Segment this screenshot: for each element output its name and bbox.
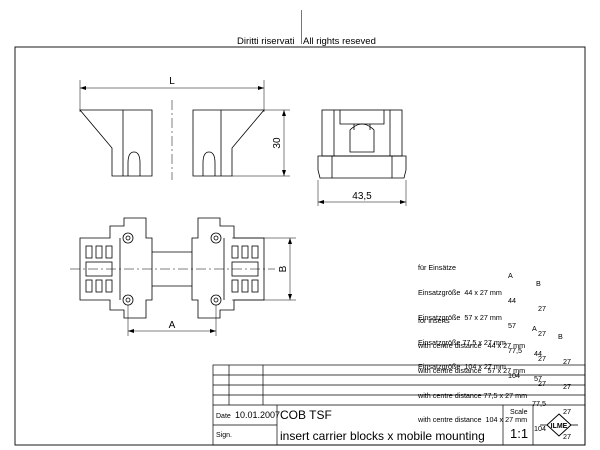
row-a: 77,5 (508, 345, 522, 355)
row-a: 44 (534, 349, 542, 359)
row-label: Einsatzgröße 44 x 27 mm (418, 287, 502, 297)
title-block-grid (212, 364, 586, 446)
row-label: with centre distance 104 x 27 mm (418, 415, 528, 425)
table-german: für Einsätze A B Einsatzgröße 44 x 27 mm… (410, 239, 546, 388)
table-en-col-b: B (558, 332, 563, 342)
rights-italian: Diritti riservati (237, 36, 295, 47)
dim-label-width: 43,5 (352, 191, 372, 202)
row-b: 27 (538, 379, 546, 389)
table-de-col-b: B (536, 279, 541, 289)
side-view (317, 109, 407, 206)
table-de-title: für Einsätze (418, 262, 456, 272)
drawing-code: COB TSF (280, 408, 332, 422)
table-row: with centre distance 44 x 27 mm 44 27 (410, 333, 571, 366)
table-row: with centre distance 104 x 27 mm 104 27 (410, 408, 571, 441)
row-a: 104 (508, 370, 520, 380)
row-a: 77,5 (532, 398, 546, 408)
row-label: Einsatzgröße 77,5 x 27 mm (418, 337, 506, 347)
row-a: 104 (534, 423, 546, 433)
row-b: 27 (538, 329, 546, 339)
row-b: 27 (538, 354, 546, 364)
rights-english: All rights reseved (303, 36, 376, 47)
scale-label: Scale (510, 409, 528, 416)
table-row: Einsatzgröße 77,5 x 27 mm 77,5 27 (410, 330, 546, 363)
row-b: 27 (538, 304, 546, 314)
table-row: Einsatzgröße 104 x 27 mm 104 27 (410, 355, 546, 388)
row-label: with centre distance 77,5 x 27 mm (418, 390, 528, 400)
date-label: Date (216, 413, 231, 420)
table-de-col-a: A (508, 271, 513, 281)
table-row: with centre distance 77,5 x 27 mm 77,5 2… (410, 383, 571, 416)
row-a: 57 (534, 373, 542, 383)
date-value: 10.01.2007 (235, 410, 280, 420)
sign-label: Sign. (216, 432, 232, 439)
row-label: with centre distance 57 x 27 mm (418, 365, 526, 375)
row-label: with centre distance 44 x 27 mm (418, 340, 526, 350)
scale-value: 1:1 (510, 426, 528, 441)
table-english: for inserts A B with centre distance 44 … (410, 292, 571, 441)
ilme-logo: ILME (540, 413, 578, 437)
row-a: 57 (508, 320, 516, 330)
top-separator-line (301, 10, 302, 44)
table-row: Einsatzgröße 44 x 27 mm 44 27 (410, 280, 546, 313)
dim-label-B: B (278, 265, 289, 272)
drawing-description: insert carrier blocks x mobile mounting (280, 429, 485, 443)
dim-label-A: A (169, 320, 176, 331)
row-b: 27 (563, 382, 571, 392)
logo-text: ILME (551, 423, 568, 430)
table-en-title: for inserts (418, 315, 450, 325)
row-a: 44 (508, 296, 516, 306)
row-label: Einsatzgröße 104 x 27 mm (418, 362, 506, 372)
table-en-col-a: A (532, 324, 537, 334)
plan-view (70, 217, 296, 336)
table-row: with centre distance 57 x 27 mm 57 27 (410, 358, 571, 391)
dim-label-height: 30 (272, 137, 283, 149)
row-b: 27 (563, 357, 571, 367)
row-b: 27 (563, 432, 571, 442)
dim-label-L: L (169, 76, 175, 87)
row-b: 27 (563, 407, 571, 417)
row-label: Einsatzgröße 57 x 27 mm (418, 312, 502, 322)
table-row: Einsatzgröße 57 x 27 mm 57 27 (410, 305, 546, 338)
front-view (79, 80, 290, 180)
